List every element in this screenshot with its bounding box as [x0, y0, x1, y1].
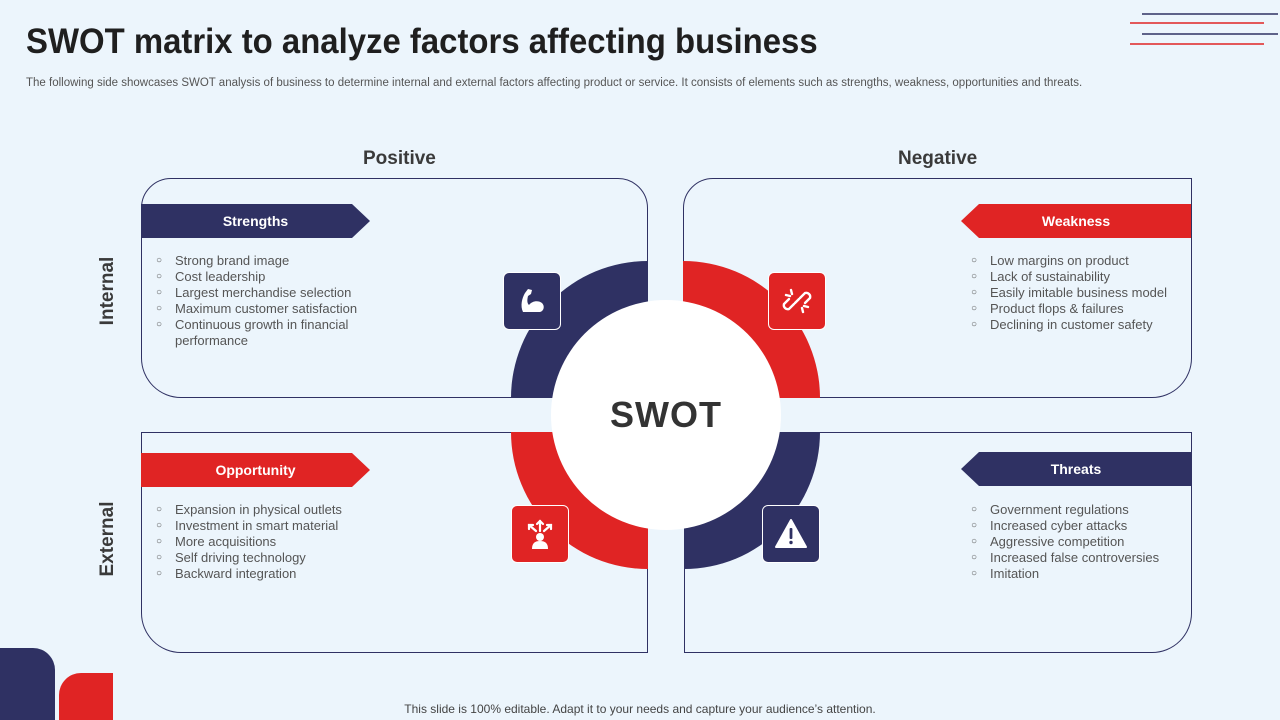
swot-center-circle: SWOT	[551, 300, 781, 530]
list-item: Increased false controversies	[971, 550, 1191, 566]
list-item: Lack of sustainability	[971, 269, 1191, 285]
list-item: Government regulations	[971, 502, 1191, 518]
strengths-tag: Strengths	[141, 204, 370, 238]
corner-decoration-red	[59, 673, 113, 720]
list-item: Backward integration	[156, 566, 416, 582]
weakness-label: Weakness	[1041, 213, 1111, 229]
list-item: Continuous growth in financial performan…	[156, 317, 371, 349]
list-item: More acquisitions	[156, 534, 416, 550]
swot-center-label: SWOT	[610, 394, 722, 435]
opportunity-label: Opportunity	[215, 462, 296, 478]
opportunity-list: Expansion in physical outlets Investment…	[156, 502, 416, 582]
strengths-label: Strengths	[222, 213, 289, 229]
decorative-lines	[1130, 13, 1278, 45]
threats-tag: Threats	[961, 452, 1191, 486]
threats-label: Threats	[1050, 461, 1102, 477]
list-item: Imitation	[971, 566, 1191, 582]
list-item: Increased cyber attacks	[971, 518, 1191, 534]
column-header-negative: Negative	[898, 148, 978, 169]
strengths-list: Strong brand image Cost leadership Large…	[156, 253, 416, 349]
warning-triangle-icon	[762, 505, 820, 563]
opportunity-tag: Opportunity	[141, 453, 370, 487]
list-item: Cost leadership	[156, 269, 416, 285]
column-header-positive: Positive	[363, 148, 436, 169]
page-title: SWOT matrix to analyze factors affecting…	[26, 22, 818, 61]
broken-link-icon	[768, 272, 826, 330]
list-item: Maximum customer satisfaction	[156, 301, 416, 317]
page-subtitle: The following side showcases SWOT analys…	[26, 77, 1083, 89]
corner-decoration-navy	[0, 648, 55, 720]
list-item: Declining in customer safety	[971, 317, 1191, 333]
list-item: Largest merchandise selection	[156, 285, 416, 301]
footer-note: This slide is 100% editable. Adapt it to…	[404, 702, 876, 716]
list-item: Low margins on product	[971, 253, 1191, 269]
list-item: Product flops & failures	[971, 301, 1191, 317]
list-item: Easily imitable business model	[971, 285, 1191, 301]
threats-list: Government regulations Increased cyber a…	[971, 502, 1191, 582]
weakness-list: Low margins on product Lack of sustainab…	[971, 253, 1191, 333]
list-item: Expansion in physical outlets	[156, 502, 416, 518]
list-item: Strong brand image	[156, 253, 416, 269]
flexed-arm-icon	[503, 272, 561, 330]
weakness-tag: Weakness	[961, 204, 1191, 238]
person-arrows-icon	[511, 505, 569, 563]
list-item: Self driving technology	[156, 550, 416, 566]
list-item: Aggressive competition	[971, 534, 1191, 550]
list-item: Investment in smart material	[156, 518, 416, 534]
